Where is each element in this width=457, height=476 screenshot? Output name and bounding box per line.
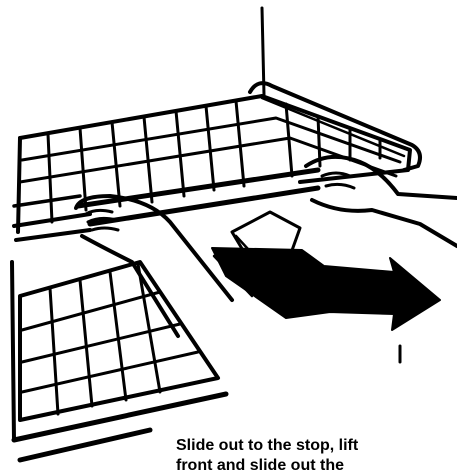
lower-shelf	[12, 262, 226, 460]
slide-out-arrow	[212, 248, 440, 330]
rear-rail-inner	[262, 98, 404, 156]
caption-line-2: front and slide out the	[176, 456, 457, 476]
left-hand	[76, 196, 232, 336]
instruction-caption: Slide out to the stop, lift front and sl…	[176, 436, 457, 476]
caption-line-1: Slide out to the stop, lift	[176, 436, 457, 456]
